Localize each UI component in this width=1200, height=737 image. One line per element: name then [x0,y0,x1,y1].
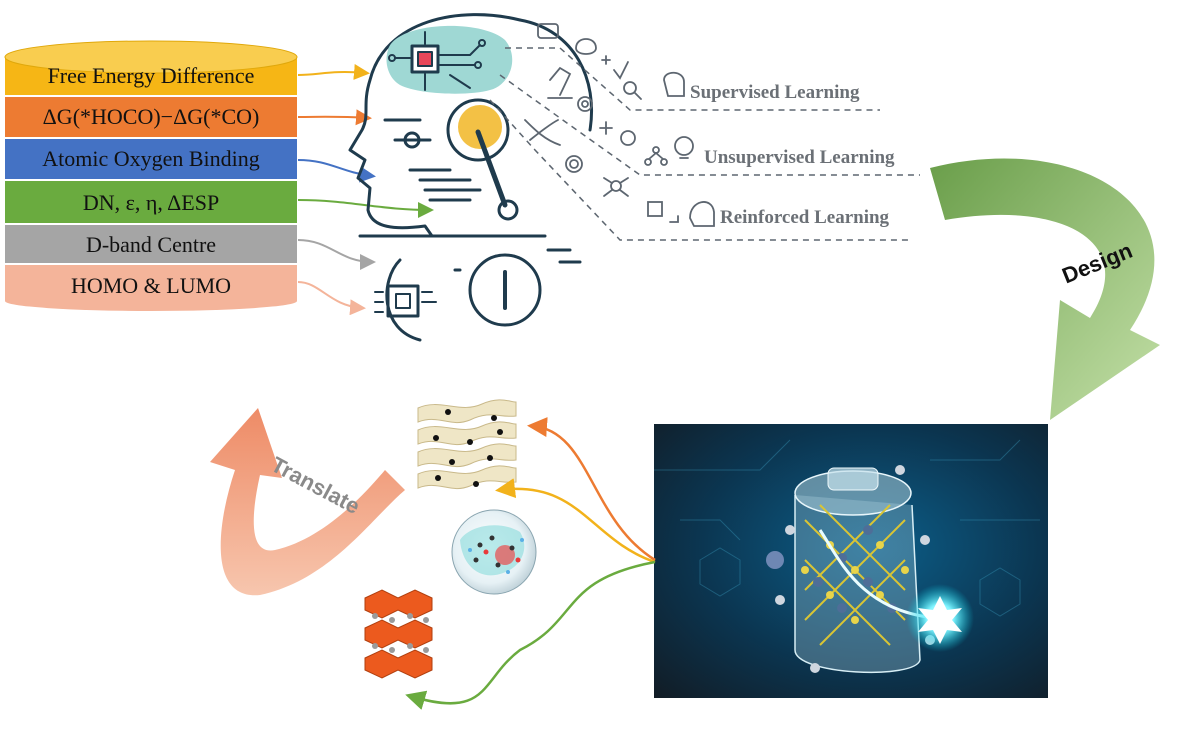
lightbulb-icon [674,136,694,156]
descriptor-label: HOMO & LUMO [71,273,231,298]
body-chip-icon [386,284,420,318]
descriptor-layer-dn: DN, ε, η, ΔESP [5,181,297,223]
ion-star [918,596,962,644]
descriptor-layer-free-energy: Free Energy Difference [4,40,298,95]
connector-arrow [297,239,376,270]
eye-circle [458,105,502,149]
descriptor-connectors [297,64,434,316]
head-outline-back [518,18,593,132]
material-connectors [405,417,656,710]
dna-icon [524,119,561,146]
supervised-learning-label: Supervised Learning [690,82,860,103]
descriptor-label: ΔG(*HOCO)−ΔG(*CO) [43,104,260,129]
descriptor-layer-homo-lumo: HOMO & LUMO [5,265,297,311]
head-circuit-icon [689,201,715,227]
network-icon [652,146,660,154]
ear-circle [403,131,421,149]
descriptor-stack: Free Energy Difference ΔG(*HOCO)−ΔG(*CO)… [4,40,298,311]
translate-arrow-shape [210,408,405,596]
descriptor-label: D-band Centre [86,232,216,257]
layered-material [417,399,517,490]
body-circle [468,253,542,327]
connector-arrow [495,478,656,564]
connector-arrow [297,64,370,80]
gear-icon [577,96,593,112]
brain-icon [575,38,597,55]
math-symbols-icon [601,55,629,80]
eye-joint [497,199,519,221]
dashed-ray [505,47,880,111]
connector-arrow [297,199,434,218]
dashed-ray [499,74,920,176]
design-arrow: Design [930,158,1160,420]
descriptor-label: Free Energy Difference [48,63,255,88]
connector-arrow [297,159,376,183]
ml-icons [524,23,715,227]
reinforced-learning-label: Reinforced Learning [720,207,890,228]
connector-arrow [297,281,366,316]
translate-label: Translate [267,452,364,519]
perovskite-structure [364,589,433,679]
descriptor-layer-oxygen-binding: Atomic Oxygen Binding [5,139,297,179]
learning-rays [489,47,920,241]
descriptor-layer-d-band: D-band Centre [5,225,297,263]
chat-bubble-icon [537,23,559,39]
fingerprint-icon [565,155,583,173]
circle-icon [620,130,636,146]
chip-core [417,51,433,67]
connector-arrow [297,109,372,126]
descriptor-label: DN, ε, η, ΔESP [83,190,219,215]
connector-arrow [405,560,656,710]
head-outline [348,13,522,238]
design-arrow-shape [930,158,1160,420]
descriptor-layer-delta-g: ΔG(*HOCO)−ΔG(*CO) [5,97,297,137]
brain-area [386,25,513,94]
molecular-sphere [451,509,537,595]
dashed-ray [489,99,910,241]
molecule-icon [610,180,622,192]
head-gear-icon [663,71,685,97]
magnifier-icon [623,81,637,95]
robot-arm-icon [547,66,573,99]
translate-arrow: Translate [210,408,405,596]
descriptor-label: Atomic Oxygen Binding [42,146,260,171]
unsupervised-learning-label: Unsupervised Learning [704,147,895,168]
ai-head-illustration [348,13,593,342]
plus-icon [599,121,613,135]
connector-arrow [527,417,656,562]
battery-image-panel [654,424,1048,698]
eye-ring [446,98,510,162]
chip-icon [647,201,663,217]
